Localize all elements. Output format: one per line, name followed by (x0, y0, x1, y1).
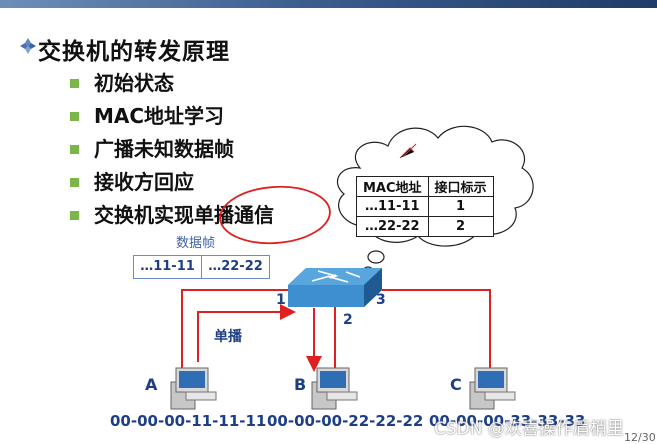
mac-table-header: 接口标示 (427, 176, 494, 197)
mac-cell: …22-22 (356, 216, 429, 237)
watermark: CSDN @欢喜操作眉梢里 (434, 419, 624, 439)
thought-bubble-1 (367, 250, 385, 264)
table-row: …22-22 2 (356, 216, 494, 237)
bullet-text: 初始状态 (94, 71, 174, 95)
switch-icon (288, 268, 382, 307)
host-c-label: C (450, 375, 462, 394)
square-bullet-icon (70, 112, 79, 121)
computer-c-icon (469, 367, 516, 410)
page-number: 12/30 (624, 431, 656, 444)
header-bar (0, 0, 657, 8)
mac-table-header: MAC地址 (356, 176, 429, 197)
data-frame: …11-11 …22-22 (133, 255, 270, 279)
host-a-label: A (145, 375, 158, 394)
link-a-switch (181, 289, 288, 372)
diamond-bullet-icon (20, 38, 36, 54)
bullet-text: MAC地址学习 (94, 104, 225, 128)
table-row: …11-11 1 (356, 196, 494, 217)
host-c-mac: 00-00-00-33-33-33 (429, 412, 586, 430)
port-label-2: 2 (343, 312, 353, 328)
computer-b-icon (311, 367, 358, 410)
highlight-circle (219, 185, 331, 245)
host-a-mac: 00-00-00-11-11-11 (110, 412, 267, 430)
bullet-item: 交换机实现单播通信 (68, 200, 274, 233)
bullet-item: 广播未知数据帧 (68, 134, 274, 167)
host-b-mac: 00-00-00-22-22-22 (267, 412, 424, 430)
host-b-label: B (294, 375, 307, 394)
frame-source-field: …11-11 (140, 259, 195, 274)
slide-title: 交换机的转发原理 (38, 39, 230, 65)
bullet-text: 接收方回应 (94, 170, 194, 194)
unicast-label: 单播 (214, 329, 242, 345)
unicast-arrow-up (197, 304, 296, 362)
bullet-item: 接收方回应 (68, 167, 274, 200)
frame-caption: 数据帧 (176, 236, 216, 251)
bullet-text: 广播未知数据帧 (94, 137, 234, 161)
square-bullet-icon (70, 211, 79, 220)
bullet-list: 初始状态 MAC地址学习 广播未知数据帧 接收方回应 交换机实现单播通信 (68, 68, 274, 233)
square-bullet-icon (70, 79, 79, 88)
port-cell: 2 (427, 216, 494, 237)
link-c-switch (382, 289, 491, 372)
pen-mark (399, 143, 417, 159)
frame-dest-field: …22-22 (201, 256, 269, 278)
mac-cell: …11-11 (356, 196, 429, 217)
bullet-item: MAC地址学习 (68, 101, 274, 134)
bullet-text: 交换机实现单播通信 (94, 203, 274, 227)
square-bullet-icon (70, 145, 79, 154)
mac-address-table: MAC地址 接口标示 …11-11 1 …22-22 2 (356, 176, 494, 237)
square-bullet-icon (70, 178, 79, 187)
port-cell: 1 (427, 196, 494, 217)
bullet-item: 初始状态 (68, 68, 274, 101)
port-label-3: 3 (376, 292, 386, 308)
computer-a-icon (170, 367, 217, 410)
port-label-1: 1 (276, 292, 286, 308)
